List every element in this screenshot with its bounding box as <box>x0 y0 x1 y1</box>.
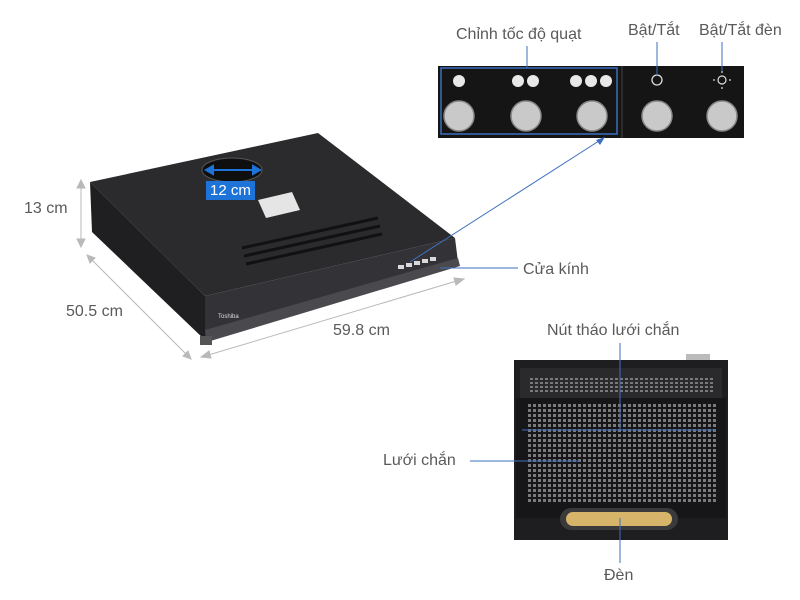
filter-label: Lưới chắn <box>383 452 456 469</box>
fan-speed-3-knob <box>576 100 608 132</box>
front-view <box>470 343 728 563</box>
fan-speed-label: Chỉnh tốc độ quạt <box>456 26 582 43</box>
lamp <box>566 512 672 526</box>
filter-release-label: Nút tháo lưới chắn <box>547 322 680 339</box>
power-knob <box>641 100 673 132</box>
control-panel <box>438 42 744 138</box>
height-dimension-label: 13 cm <box>24 200 68 217</box>
range-hood: Toshiba <box>90 133 460 345</box>
width-dimension-label: 59.8 cm <box>333 322 390 339</box>
glass-door-label: Cửa kính <box>523 261 589 278</box>
brand-logo: Toshiba <box>218 314 239 320</box>
fan-speed-1-knob <box>443 100 475 132</box>
light-on-off-label: Bật/Tắt đèn <box>699 22 782 39</box>
fan-speed-2-knob <box>510 100 542 132</box>
on-off-label: Bật/Tắt <box>628 22 680 39</box>
light-label: Đèn <box>604 567 634 584</box>
dimension-lines <box>76 178 466 360</box>
depth-dimension-label: 50.5 cm <box>66 303 123 320</box>
duct-dimension-label: 12 cm <box>206 181 255 200</box>
light-knob <box>706 100 738 132</box>
